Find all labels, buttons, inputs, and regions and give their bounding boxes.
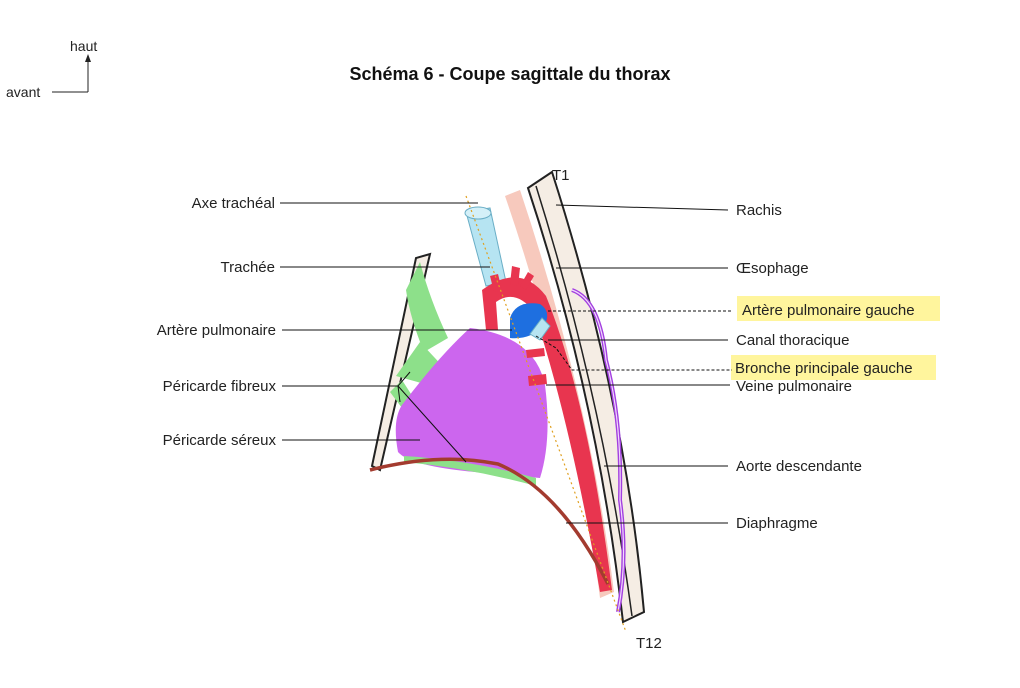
label-pericarde-sereux: Péricarde séreux xyxy=(163,432,277,449)
aortic-branch-2 xyxy=(510,266,520,286)
diagram-title: Schéma 6 - Coupe sagittale du thorax xyxy=(349,64,671,84)
pericardium-diaphragm-band xyxy=(404,456,536,486)
trachea-shape xyxy=(465,207,507,287)
heart-shape xyxy=(395,328,548,478)
label-rachis: Rachis xyxy=(736,202,782,219)
pulmonary-vein-lower xyxy=(528,374,547,386)
label-diaphragme: Diaphragme xyxy=(736,515,818,532)
label-canal-thoracique: Canal thoracique xyxy=(736,332,849,349)
trachea-opening xyxy=(464,206,492,220)
diaphragm-shape xyxy=(369,457,610,585)
label-bronche-principale-gauche: Bronche principale gauche xyxy=(735,360,913,377)
label-t1: T1 xyxy=(552,167,570,184)
aorta-shape xyxy=(482,277,612,592)
leader-lines-left xyxy=(280,202,512,463)
label-artere-pulmonaire-gauche: Artère pulmonaire gauche xyxy=(742,302,915,319)
label-oesophage: Œsophage xyxy=(736,260,809,277)
orientation-front-label: avant xyxy=(6,84,40,100)
leader-lines-right xyxy=(535,204,732,524)
aortic-branch-3 xyxy=(520,272,534,290)
bronchus-shape xyxy=(529,317,551,341)
orientation-indicator: haut avant xyxy=(6,38,97,100)
pulmonary-vein-upper xyxy=(526,348,545,358)
thoracic-duct-lumen xyxy=(571,289,625,613)
label-veine-pulmonaire: Veine pulmonaire xyxy=(736,378,852,395)
highlight-artere-pulmonaire-gauche xyxy=(737,296,940,321)
arrow-up-icon xyxy=(85,54,91,62)
label-t12: T12 xyxy=(636,635,662,652)
label-artere-pulmonaire: Artère pulmonaire xyxy=(157,322,276,339)
label-pericarde-fibreux: Péricarde fibreux xyxy=(163,378,277,395)
label-axe-tracheal: Axe trachéal xyxy=(192,195,275,212)
label-trachee: Trachée xyxy=(221,259,275,276)
aortic-branch-1 xyxy=(490,274,502,292)
highlight-bronche-principale-gauche xyxy=(731,355,936,380)
label-aorte-descendante: Aorte descendante xyxy=(736,458,862,475)
orientation-up-label: haut xyxy=(70,38,97,54)
